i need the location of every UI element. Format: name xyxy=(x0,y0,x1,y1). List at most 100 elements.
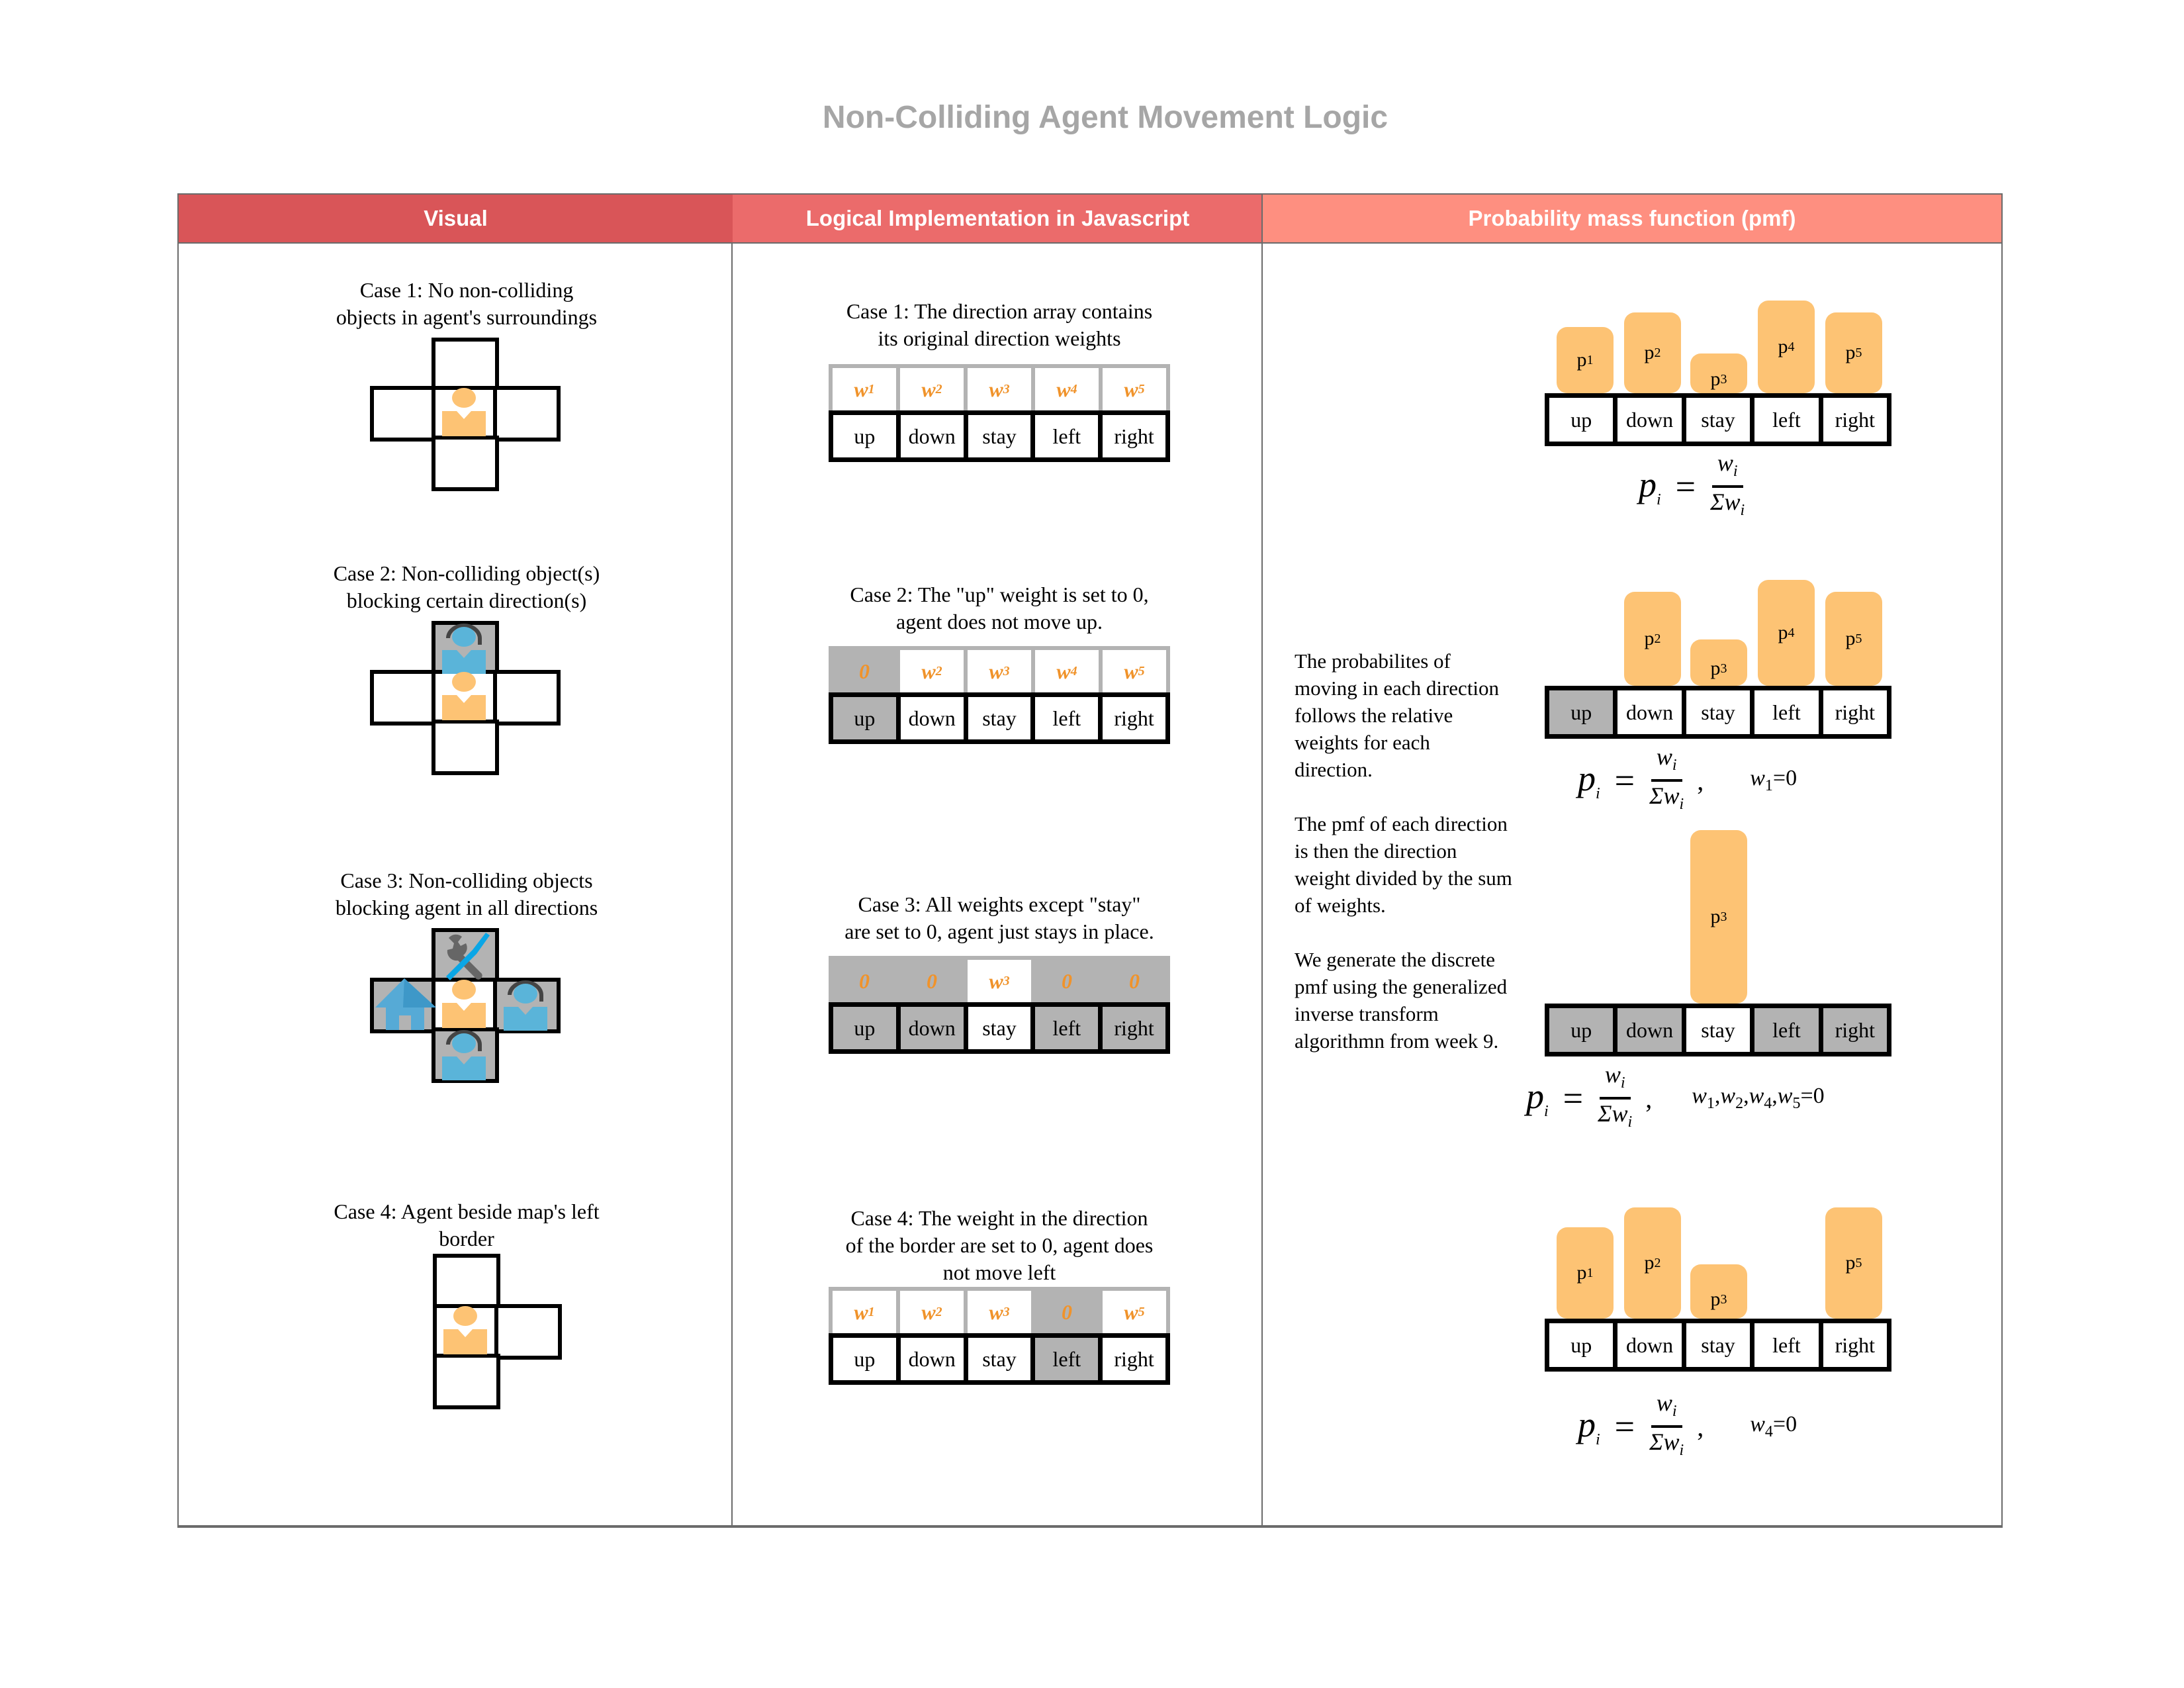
case4-visual-caption: Case 4: Agent beside map's left border xyxy=(334,1199,600,1250)
direction-cell-up: up xyxy=(1549,1323,1618,1367)
direction-cell-left: left xyxy=(1754,1008,1823,1052)
direction-cell-stay: stay xyxy=(1686,1323,1755,1367)
tools-icon xyxy=(446,933,490,980)
direction-cell-left: left xyxy=(1035,1338,1103,1380)
direction-cell-left: left xyxy=(1035,697,1103,739)
case3-logic-caption: Case 3: All weights except "stay" are se… xyxy=(844,892,1154,943)
direction-row: up down stay left right xyxy=(829,410,1170,462)
direction-row: up down stay left right xyxy=(1545,393,1891,446)
house-icon xyxy=(375,978,436,1030)
direction-cell-down: down xyxy=(1617,398,1686,442)
direction-cell-right: right xyxy=(1103,1007,1165,1049)
direction-cell-down: down xyxy=(900,697,968,739)
case2-condition: w1=0 xyxy=(1750,766,1797,795)
direction-cell-left: left xyxy=(1754,1323,1823,1367)
header-visual: Visual xyxy=(179,195,733,244)
npc-headset-icon xyxy=(442,1030,486,1080)
header-pmf: Probability mass function (pmf) xyxy=(1263,195,2001,244)
direction-row: up down stay left right xyxy=(1545,1319,1891,1372)
case1-logic-caption: Case 1: The direction array contains its… xyxy=(846,299,1153,350)
grid-cell-up xyxy=(433,1254,500,1309)
grid-cell-left xyxy=(370,386,437,442)
direction-cell-up: up xyxy=(1549,1008,1618,1052)
direction-cell-stay: stay xyxy=(1686,690,1755,734)
case3-visual-caption: Case 3: Non-colliding objects blocking a… xyxy=(335,868,598,919)
agent-icon xyxy=(443,1306,487,1354)
direction-row: up down stay left right xyxy=(1545,1004,1891,1056)
direction-cell-stay: stay xyxy=(968,415,1036,457)
header-logic: Logical Implementation in Javascript xyxy=(733,195,1263,244)
direction-cell-stay: stay xyxy=(1686,398,1755,442)
direction-cell-right: right xyxy=(1823,690,1888,734)
case3-pmf-formula: pi = wi Σwi , w1,w2,w4,w5=0 xyxy=(1526,1061,1825,1131)
direction-row: up down stay left right xyxy=(829,1333,1170,1385)
direction-cell-stay: stay xyxy=(968,697,1036,739)
direction-cell-stay: stay xyxy=(968,1338,1036,1380)
case2-logic-caption: Case 2: The "up" weight is set to 0, age… xyxy=(850,583,1149,633)
direction-cell-down: down xyxy=(900,1007,968,1049)
weight-cell-zero: 0 xyxy=(1035,1291,1103,1333)
weight-cell-zero: 0 xyxy=(900,960,968,1002)
case4-condition: w4=0 xyxy=(1750,1412,1797,1441)
case4-logic-caption: Case 4: The weight in the direction of t… xyxy=(845,1206,1154,1284)
grid-cell-right xyxy=(494,1304,562,1360)
direction-cell-down: down xyxy=(900,415,968,457)
direction-cell-right: right xyxy=(1103,1338,1165,1380)
direction-row: up down stay left right xyxy=(829,692,1170,744)
grid-cell-left xyxy=(370,670,437,726)
direction-cell-up: up xyxy=(833,415,901,457)
grid-cell-up xyxy=(432,338,499,393)
direction-cell-right: right xyxy=(1103,415,1165,457)
grid-cell-down xyxy=(432,720,499,775)
direction-cell-left: left xyxy=(1754,398,1823,442)
direction-cell-right: right xyxy=(1103,697,1165,739)
grid-cell-right xyxy=(493,386,561,442)
direction-cell-up: up xyxy=(833,1338,901,1380)
direction-cell-stay: stay xyxy=(968,1007,1036,1049)
direction-cell-right: right xyxy=(1823,1323,1888,1367)
direction-cell-up: up xyxy=(833,697,901,739)
column-divider xyxy=(1261,195,1263,1525)
direction-cell-down: down xyxy=(900,1338,968,1380)
npc-headset-icon xyxy=(504,980,547,1031)
agent-icon xyxy=(442,980,486,1028)
case2-visual-caption: Case 2: Non-colliding object(s) blocking… xyxy=(333,561,600,612)
direction-cell-up: up xyxy=(833,1007,901,1049)
comparison-table: Visual Logical Implementation in Javascr… xyxy=(177,193,2003,1528)
direction-cell-right: right xyxy=(1823,398,1888,442)
agent-icon xyxy=(442,672,486,720)
agent-icon xyxy=(442,388,486,436)
weight-cell-zero: 0 xyxy=(833,650,900,692)
direction-cell-up: up xyxy=(1549,690,1618,734)
grid-cell-down xyxy=(433,1354,500,1409)
grid-cell-down xyxy=(432,436,499,491)
weight-cell-zero: 0 xyxy=(1103,960,1166,1002)
npc-headset-icon xyxy=(442,624,486,674)
direction-cell-left: left xyxy=(1035,415,1103,457)
direction-cell-left: left xyxy=(1035,1007,1103,1049)
